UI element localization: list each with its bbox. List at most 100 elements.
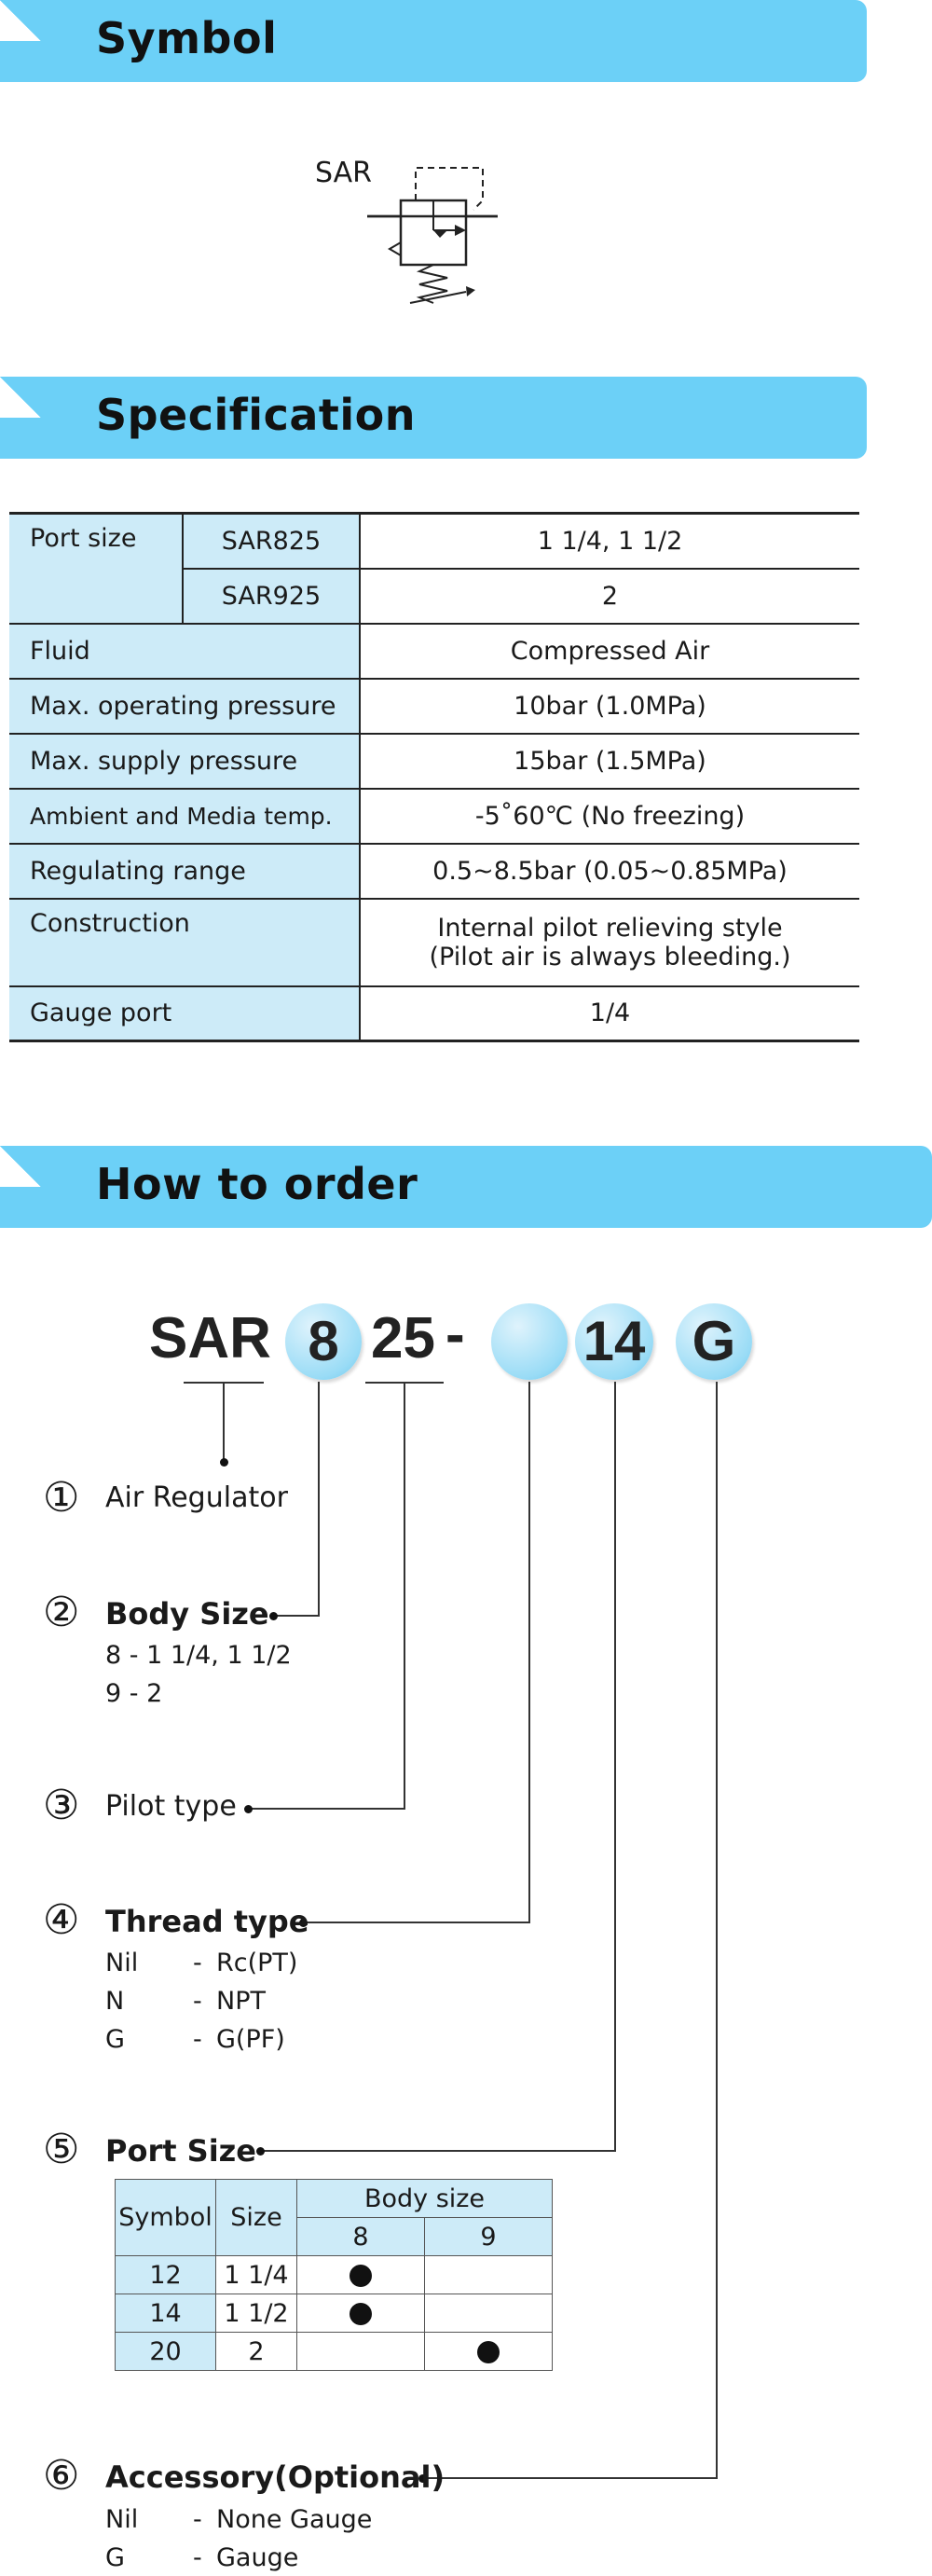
cell-symbol: 20 (115, 2332, 216, 2371)
option-dash: - (193, 1949, 202, 1977)
row-value: 2 (359, 568, 859, 625)
regulator-symbol-icon (367, 167, 498, 304)
port-size-table: Symbol Size Body size 8 9 12 1 1/4 14 1 … (115, 2179, 553, 2371)
row-label: Port size (9, 512, 183, 625)
cell-body-9 (424, 2294, 553, 2333)
construction-line-1: Internal pilot relieving style (437, 913, 783, 943)
item-title: Port Size (105, 2133, 256, 2169)
construction-line-2: (Pilot air is always bleeding.) (429, 942, 791, 971)
option-code: N (105, 1987, 125, 2016)
cell-symbol: 14 (115, 2294, 216, 2333)
row-label: Max. operating pressure (9, 678, 360, 735)
row-label: Regulating range (9, 843, 360, 900)
option-code: Nil (105, 1949, 139, 1977)
cell-size: 1 1/4 (215, 2255, 297, 2294)
code-pilot-type: 25 (371, 1306, 435, 1371)
option-desc: None Gauge (216, 2505, 373, 2534)
cell-body-8 (296, 2255, 425, 2294)
row-value: 1/4 (359, 985, 859, 1042)
row-value: -5˚60℃ (No freezing) (359, 788, 859, 845)
table-row: 8 9 (116, 2217, 553, 2256)
option-code: G (105, 2543, 125, 2572)
code-dash: - (445, 1302, 465, 1367)
section-header-specification: Specification (0, 377, 867, 459)
available-dot-icon (350, 2265, 372, 2287)
item-title: Accessory(Optional) (105, 2459, 445, 2495)
item-detail: 8 - 1 1/4, 1 1/2 (105, 1641, 292, 1670)
row-label: Fluid (9, 623, 360, 680)
leader-dot (256, 2147, 265, 2156)
specification-table: Port size SAR825 1 1/4, 1 1/2 SAR925 2 F… (9, 512, 859, 1042)
row-value: 0.5~8.5bar (0.05~0.85MPa) (359, 843, 859, 900)
code-body-size: 8 (285, 1303, 362, 1380)
item-detail: 9 - 2 (105, 1679, 163, 1708)
row-label: Construction (9, 898, 360, 987)
corner-triangle-icon (0, 377, 41, 418)
option-desc: G(PF) (216, 2025, 285, 2054)
option-dash: - (193, 2543, 202, 2572)
item-number: ③ (43, 1782, 80, 1829)
cell-body-8 (296, 2294, 425, 2333)
item-number: ④ (43, 1896, 80, 1944)
table-row: 12 1 1/4 (115, 2255, 553, 2294)
table-row: Fluid Compressed Air (9, 623, 859, 680)
row-value: 15bar (1.5MPa) (359, 733, 859, 790)
row-value: 1 1/4, 1 1/2 (359, 512, 859, 570)
table-row: Port size SAR825 1 1/4, 1 1/2 (9, 512, 859, 625)
row-value: 10bar (1.0MPa) (359, 678, 859, 735)
row-label: Ambient and Media temp. (9, 788, 360, 845)
header-body-size: Body size (296, 2179, 553, 2218)
table-row: Construction Internal pilot relieving st… (9, 898, 859, 987)
row-sublabel: SAR825 (182, 512, 360, 570)
header-size: Size (215, 2179, 297, 2256)
table-row: 20 2 (115, 2332, 553, 2371)
code-thread-type (491, 1303, 568, 1380)
cell-size: 2 (215, 2332, 297, 2371)
item-title: Pilot type (105, 1790, 237, 1823)
cell-body-8 (296, 2332, 425, 2371)
code-port-size: 14 (575, 1303, 653, 1380)
section-header-how-to-order: How to order (0, 1146, 932, 1228)
section-title: Symbol (96, 13, 278, 63)
option-dash: - (193, 2505, 202, 2534)
row-value: Compressed Air (359, 623, 859, 680)
corner-triangle-icon (0, 0, 41, 41)
cell-size: 1 1/2 (215, 2294, 297, 2333)
available-dot-icon (350, 2303, 372, 2325)
item-number: ② (43, 1589, 80, 1636)
row-sublabel: SAR925 (182, 568, 360, 625)
option-desc: Rc(PT) (216, 1949, 298, 1977)
option-code: G (105, 2025, 125, 2054)
table-row: 14 1 1/2 (115, 2294, 553, 2333)
option-dash: - (193, 2025, 202, 2054)
table-row: Regulating range 0.5~8.5bar (0.05~0.85MP… (9, 843, 859, 900)
row-label: Gauge port (9, 985, 360, 1042)
leader-dot (220, 1458, 228, 1467)
table-row: Max. supply pressure 15bar (1.5MPa) (9, 733, 859, 790)
table-row: Gauge port 1/4 (9, 985, 859, 1042)
table-row: Max. operating pressure 10bar (1.0MPa) (9, 678, 859, 735)
item-title: Thread type (105, 1904, 309, 1939)
cell-body-9 (424, 2255, 553, 2294)
code-prefix: SAR (149, 1306, 271, 1371)
item-number: ⑤ (43, 2126, 80, 2173)
item-title: Body Size (105, 1596, 269, 1632)
table-row: Symbol Size Body size (115, 2179, 553, 2256)
leader-dot (299, 1919, 308, 1927)
cell-symbol: 12 (115, 2255, 216, 2294)
header-symbol: Symbol (115, 2179, 216, 2256)
item-number: ⑥ (43, 2452, 80, 2500)
corner-triangle-icon (0, 1146, 41, 1187)
item-number: ① (43, 1474, 80, 1522)
option-desc: Gauge (216, 2543, 299, 2572)
table-row: SAR925 2 (9, 568, 859, 625)
section-title: Specification (96, 390, 416, 440)
cell-body-9 (424, 2332, 553, 2371)
table-row: Ambient and Media temp. -5˚60℃ (No freez… (9, 788, 859, 845)
leader-dot (418, 2474, 427, 2483)
option-desc: NPT (216, 1987, 266, 2016)
row-value: Internal pilot relieving style (Pilot ai… (359, 898, 859, 987)
symbol-label: SAR (315, 157, 372, 189)
header-body-8: 8 (296, 2217, 425, 2256)
